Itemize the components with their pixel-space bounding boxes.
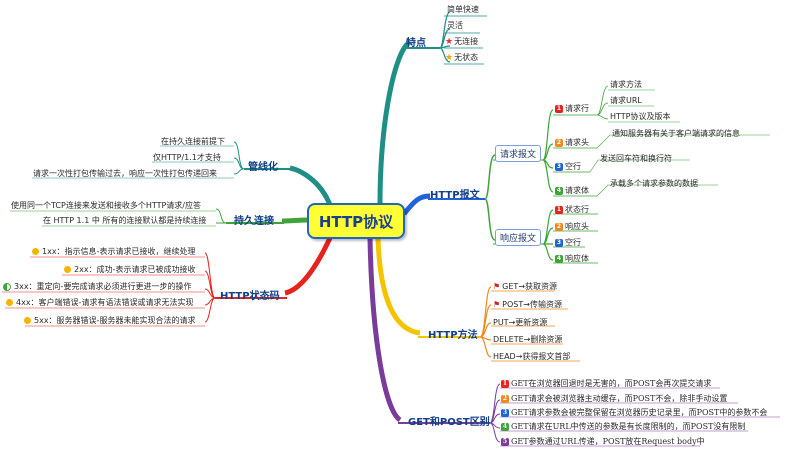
request-line-detail: 请求方法 <box>610 80 642 89</box>
number-badge-icon: 1 <box>555 205 563 214</box>
number-badge-icon: 3 <box>555 162 563 171</box>
branch-message <box>402 193 431 216</box>
status-code-item: 4xx：客户端错误-请求有语法错误或请求无法实现 <box>6 297 193 308</box>
feature-item: 灵活 <box>447 21 463 30</box>
message-title[interactable]: HTTP报文 <box>430 190 480 201</box>
central-topic[interactable]: HTTP协议 <box>307 203 405 239</box>
branch-status <box>284 236 333 296</box>
number-badge-icon: 1 <box>555 104 563 113</box>
getpost-title[interactable]: GET和POST区别 <box>408 417 490 428</box>
number-badge-icon: 2 <box>501 395 509 403</box>
number-badge-icon: 4 <box>501 423 509 431</box>
branch-methods <box>375 237 421 336</box>
branch-features <box>377 39 412 206</box>
persistent-item: 使用同一个TCP连接来发送和接收多个HTTP请求/应答 <box>11 201 201 210</box>
star-icon: ★ <box>445 53 454 63</box>
branch-getpost <box>367 237 402 423</box>
methods-title[interactable]: HTTP方法 <box>428 330 478 341</box>
flag-icon: ⚑ <box>493 300 501 309</box>
request-blank-detail: 发送回车符和换行符 <box>600 154 672 163</box>
progress-dot-icon <box>64 266 71 273</box>
status-code-item: 3xx：重定向-要完成请求必须进行更进一步的操作 <box>3 281 191 292</box>
pipeline-item: 请求一次性打包传输过去，响应一次性打包传递回来 <box>33 169 217 178</box>
method-item: DELETE→删除资源 <box>493 335 563 344</box>
request-line-detail: HTTP协议及版本 <box>610 112 671 121</box>
request-message-node[interactable]: 请求报文 <box>495 145 542 162</box>
response-message-node[interactable]: 响应报文 <box>495 229 542 246</box>
feature-item: 简单快速 <box>447 5 479 14</box>
feature-item-starred: ★无连接 <box>445 37 479 47</box>
method-item: ⚑POST→传输资源 <box>493 300 562 309</box>
flag-icon: ⚑ <box>493 282 501 291</box>
number-badge-icon: 1 <box>501 380 509 388</box>
branch-persistent <box>281 217 309 224</box>
request-header-detail: 通知服务器有关于客户端请求的信息 <box>612 129 740 138</box>
pipeline-item: 在持久连接前提下 <box>161 137 225 146</box>
progress-dot-icon <box>24 317 31 324</box>
branch-pipeline <box>289 165 333 207</box>
status-code-item: 5xx：服务器错误-服务器未能实现合法的请求 <box>24 315 195 326</box>
number-badge-icon: 2 <box>555 222 563 231</box>
number-badge-icon: 3 <box>501 409 509 417</box>
progress-dot-icon <box>32 248 39 255</box>
request-body-detail: 承载多个请求参数的数据 <box>610 179 698 188</box>
number-badge-icon: 4 <box>555 186 563 195</box>
number-badge-icon: 2 <box>555 138 563 147</box>
features-fan <box>439 11 451 63</box>
method-item: HEAD→获得报文首部 <box>493 352 571 361</box>
pipeline-item: 仅HTTP/1.1才支持 <box>153 153 221 162</box>
request-line-detail: 请求URL <box>610 96 642 105</box>
persistent-item: 在 HTTP 1.1 中 所有的连接默认都是持续连接 <box>43 216 207 225</box>
star-icon: ★ <box>445 37 454 47</box>
status-title[interactable]: HTTP状态码 <box>220 291 280 302</box>
progress-dot-icon <box>3 282 11 291</box>
number-badge-icon: 5 <box>501 438 509 446</box>
persistent-title[interactable]: 持久连接 <box>234 216 274 227</box>
progress-dot-icon <box>6 299 13 306</box>
pipeline-title[interactable]: 管线化 <box>248 162 278 173</box>
feature-item-starred: ★无状态 <box>445 53 479 63</box>
method-item: ⚑GET→获取资源 <box>493 282 558 291</box>
features-title[interactable]: 特点 <box>406 38 426 49</box>
method-item: PUT→更新资源 <box>493 318 548 327</box>
status-code-item: 1xx：指示信息-表示请求已接收，继续处理 <box>32 246 195 257</box>
number-badge-icon: 4 <box>555 254 563 263</box>
status-code-item: 2xx：成功-表示请求已被成功接收 <box>64 264 195 275</box>
number-badge-icon: 3 <box>555 238 563 247</box>
